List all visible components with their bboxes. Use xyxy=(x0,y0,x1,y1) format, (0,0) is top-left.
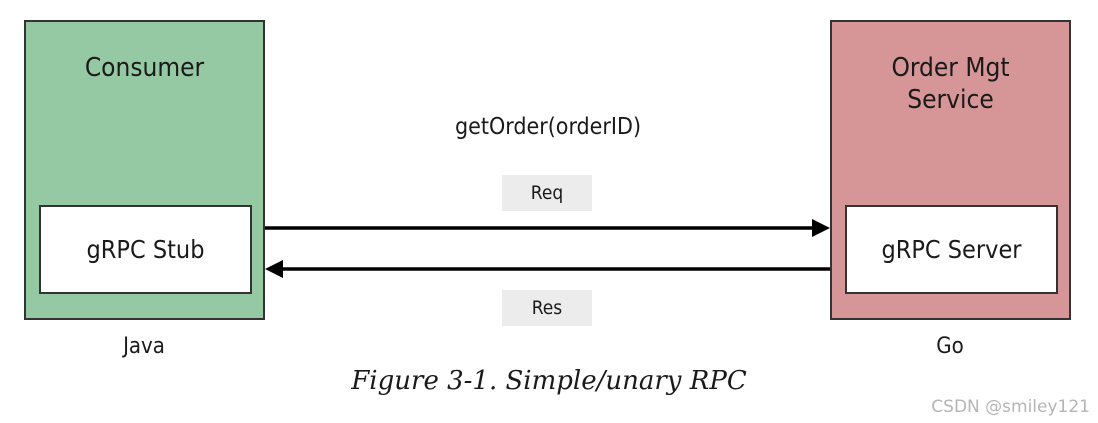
service-title: Order Mgt Service xyxy=(891,53,1010,115)
request-tag: Req xyxy=(502,175,592,211)
order-service-box: Order Mgt Service gRPC Server xyxy=(830,20,1071,320)
grpc-stub-box: gRPC Stub xyxy=(39,205,252,294)
consumer-box: Consumer gRPC Stub xyxy=(24,20,265,320)
service-language: Go xyxy=(936,334,964,359)
consumer-title: Consumer xyxy=(84,53,205,83)
rpc-method-label: getOrder(orderID) xyxy=(454,114,642,140)
consumer-language: Java xyxy=(123,334,165,359)
grpc-server-box: gRPC Server xyxy=(845,205,1058,294)
figure-caption: Figure 3-1. Simple/unary RPC xyxy=(351,366,747,396)
response-tag: Res xyxy=(502,290,592,326)
request-arrow xyxy=(265,219,830,237)
watermark: CSDN @smiley121 xyxy=(931,397,1090,417)
response-arrow xyxy=(265,260,830,278)
